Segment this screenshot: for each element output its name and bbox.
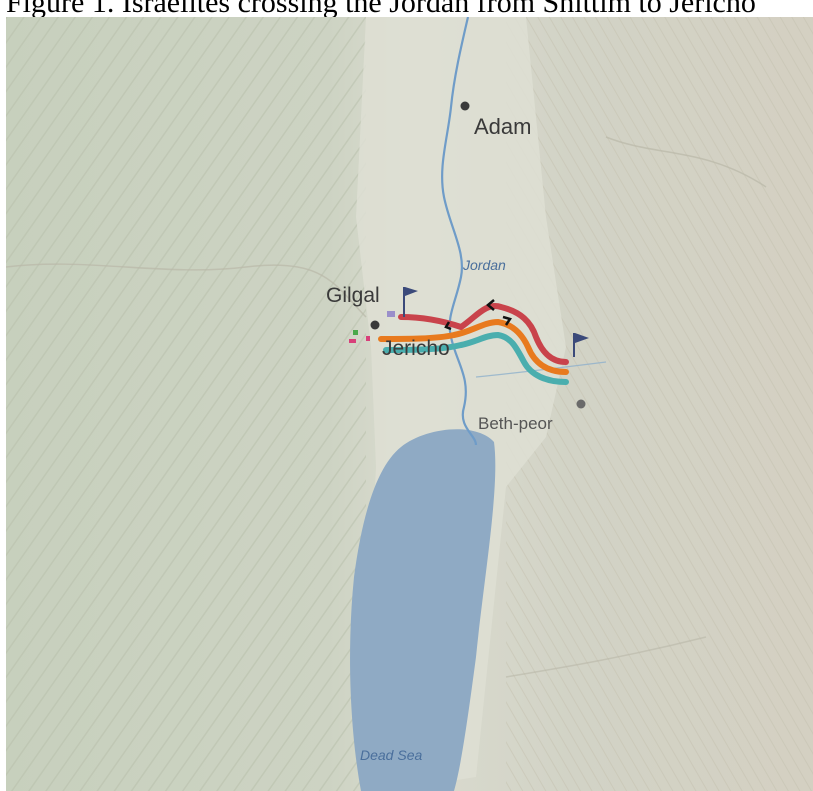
label-jericho: Jericho <box>382 337 450 360</box>
label-jordan: Jordan <box>462 257 506 273</box>
east-highlands-relief <box>506 17 813 791</box>
jordan-river[interactable] <box>441 17 478 446</box>
marker-pink <box>366 336 370 341</box>
label-adam: Adam <box>474 114 531 139</box>
label-beth-peor: Beth-peor <box>478 414 553 433</box>
marker-pink <box>349 339 356 343</box>
west-highlands-relief <box>6 17 366 791</box>
bracket-mark <box>444 321 452 331</box>
label-dead-sea: Dead Sea <box>360 747 422 763</box>
flag-icon[interactable] <box>573 333 589 357</box>
bracket-mark <box>486 299 495 311</box>
city-dot-adam[interactable] <box>460 101 470 111</box>
road-line <box>6 263 367 318</box>
figure-caption: Figure 1. Israelites crossing the Jordan… <box>0 0 813 30</box>
dead-sea[interactable] <box>350 429 496 791</box>
marker-purple <box>387 311 395 317</box>
map-container[interactable]: Adam Gilgal Jericho Beth-peor Jordan Dea… <box>6 17 813 791</box>
bracket-mark <box>502 315 512 326</box>
road-line <box>505 636 707 678</box>
crossing-route[interactable] <box>378 299 569 385</box>
route-teal[interactable] <box>383 331 569 385</box>
relief-map[interactable]: Adam Gilgal Jericho Beth-peor Jordan Dea… <box>6 17 813 791</box>
city-dot-beth-peor[interactable] <box>576 399 586 409</box>
route-orange[interactable] <box>378 318 569 375</box>
marker-green <box>353 330 358 335</box>
city-dot-jericho[interactable] <box>370 320 380 330</box>
road-line <box>605 136 767 188</box>
label-gilgal: Gilgal <box>326 284 380 307</box>
caption-text: Figure 1. Israelites crossing the Jordan… <box>6 0 756 19</box>
route-red[interactable] <box>398 303 569 365</box>
flag-icon[interactable] <box>403 287 418 317</box>
